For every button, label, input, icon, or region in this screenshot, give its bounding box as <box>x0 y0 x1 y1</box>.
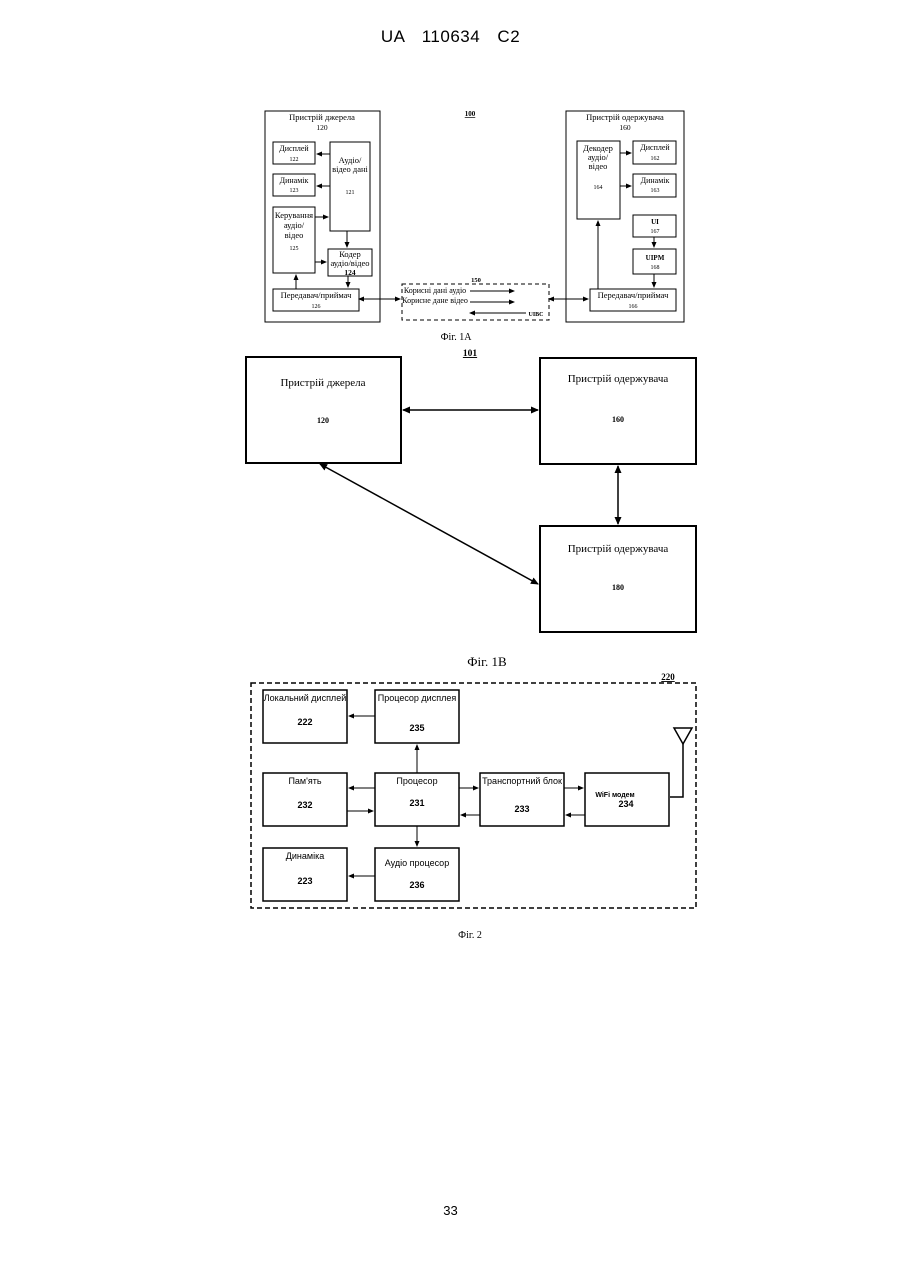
source-title: Пристрій джерела <box>289 112 355 122</box>
speakers-num: 223 <box>297 876 312 886</box>
sink-speaker-num: 163 <box>651 188 660 194</box>
source-num: 120 <box>316 123 328 132</box>
fig1b-sink2-num: 180 <box>612 583 624 592</box>
speakers-title: Динаміка <box>286 851 324 861</box>
source-tx-num: 126 <box>312 304 321 310</box>
page-number: 33 <box>0 1203 901 1218</box>
fig1b-source-box <box>246 357 401 463</box>
display-label: Дисплей <box>279 144 309 153</box>
uipm-num: 168 <box>651 265 660 271</box>
fig1b-ref: 101 <box>463 349 478 359</box>
speaker-num: 123 <box>290 188 299 194</box>
ui-num: 167 <box>651 229 660 235</box>
memory-num: 232 <box>297 800 312 810</box>
encoder-line2: аудіо/відео <box>330 258 369 268</box>
control-line3: відео <box>285 230 304 240</box>
speaker-label: Динамік <box>280 176 309 185</box>
wifi-title: WiFi модем <box>595 792 634 799</box>
local-display-num: 222 <box>297 717 312 727</box>
local-display-title: Локальний дисплей <box>264 693 346 703</box>
display-processor-title: Процесор дисплея <box>378 693 457 703</box>
figure-1a-labels: 100 Пристрій джерела 120 Дисплей 122 Дин… <box>275 110 671 343</box>
channel-uibc: UIBC <box>528 312 543 318</box>
audio-processor-num: 236 <box>409 880 424 890</box>
fig2-ref: 220 <box>661 672 675 682</box>
display-num: 122 <box>290 157 299 163</box>
fig1b-source-num: 120 <box>317 416 329 425</box>
ui-label: UI <box>651 218 659 226</box>
sink-display-label: Дисплей <box>640 143 670 152</box>
sink-tx-label: Передавач/приймач <box>598 290 670 300</box>
wifi-num: 234 <box>618 799 633 809</box>
channel-audio: Корисні дані аудіо <box>404 286 466 295</box>
antenna-feed <box>670 744 683 797</box>
fig1a-caption: Фіг. 1А <box>441 332 473 343</box>
processor-num: 231 <box>409 798 424 808</box>
sink-display-num: 162 <box>651 156 660 162</box>
av-data-num: 121 <box>346 190 355 196</box>
audio-processor-title: Аудіо процесор <box>385 858 449 868</box>
decoder-line3: відео <box>589 161 608 171</box>
encoder-num: 124 <box>344 268 356 277</box>
transport-title: Транспортний блок <box>482 776 562 786</box>
uipm-label: UIPM <box>646 254 665 262</box>
control-line2: аудіо/ <box>284 220 305 230</box>
control-line1: Керування <box>275 210 313 220</box>
display-processor-num: 235 <box>409 723 424 733</box>
fig2-caption: Фіг. 2 <box>458 930 482 941</box>
channel-num: 150 <box>471 277 481 284</box>
source-tx-label: Передавач/приймач <box>281 290 353 300</box>
antenna-icon <box>674 728 692 744</box>
decoder-num: 164 <box>594 185 603 191</box>
audio-processor-box <box>375 848 459 901</box>
channel-video: Корисне дане відео <box>402 296 468 305</box>
fig1b-source-title: Пристрій джерела <box>280 377 365 389</box>
control-num: 125 <box>290 246 299 252</box>
fig1b-sink1-title: Пристрій одержувача <box>568 373 669 385</box>
fig1b-caption: Фіг. 1В <box>467 654 507 669</box>
fig1b-sink2-title: Пристрій одержувача <box>568 543 669 555</box>
fig1b-sink1-num: 160 <box>612 415 624 424</box>
sink-title: Пристрій одержувача <box>586 112 664 122</box>
figure-1b-labels: 101 Пристрій джерела 120 Пристрій одержу… <box>280 349 668 669</box>
sink-num: 160 <box>619 123 631 132</box>
fig1a-ref: 100 <box>465 110 476 118</box>
sink-speaker-label: Динамік <box>641 176 670 185</box>
processor-title: Процесор <box>396 776 437 786</box>
sink-tx-num: 166 <box>629 304 638 310</box>
arrow-source-sink2 <box>320 464 538 584</box>
fig1b-sink2-box <box>540 526 696 632</box>
av-data-line2: відео дані <box>332 164 368 174</box>
memory-title: Пам'ять <box>288 776 321 786</box>
figure-1b <box>246 357 696 632</box>
transport-num: 233 <box>514 804 529 814</box>
